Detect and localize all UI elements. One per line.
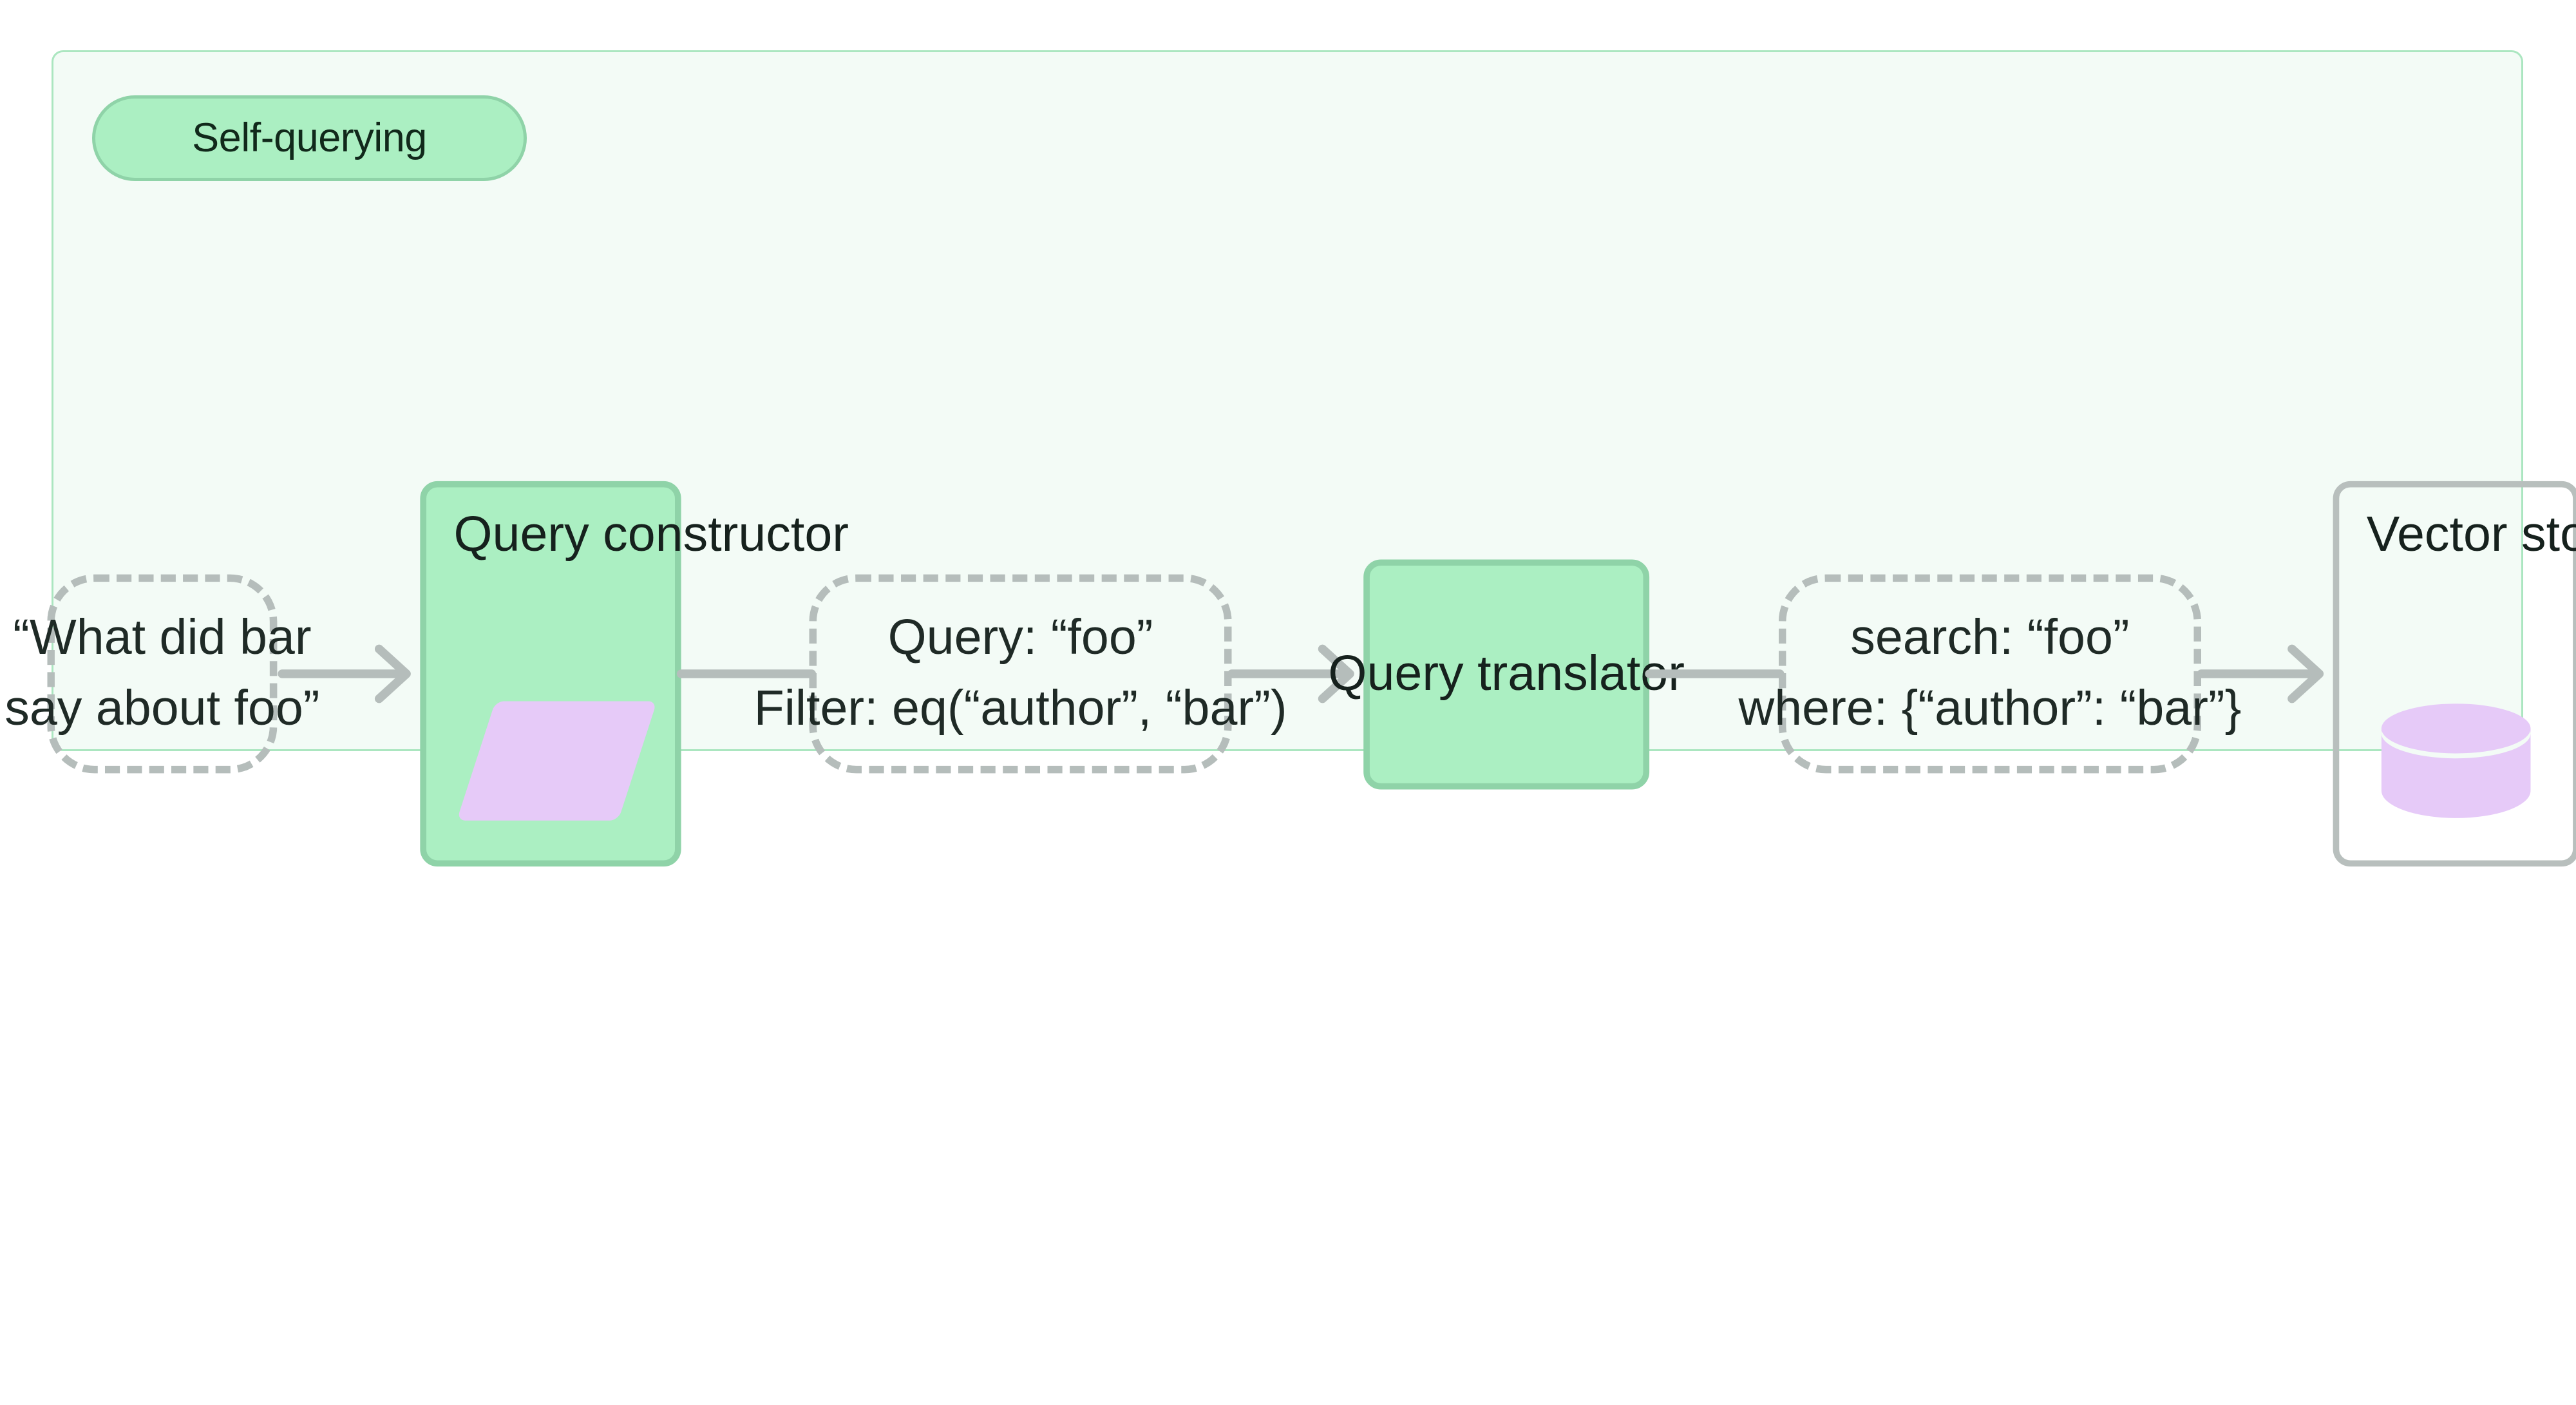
cylinder-top-ellipse	[2381, 703, 2531, 754]
database-cylinder-icon	[2381, 703, 2531, 828]
node-query-constructor-label: Query constructor	[453, 507, 849, 562]
edge-translated-query-to-vector-store	[2197, 644, 2324, 703]
node-query-translator-label: Query translator	[1328, 646, 1685, 702]
node-structured-query-line-1: Query: “foo”	[887, 610, 1153, 665]
subgraph-title-badge: Self-querying	[92, 95, 527, 181]
node-query-constructor[interactable]: Query constructor	[420, 481, 849, 867]
node-translated-query-line-2: where: {“author”: “bar”}	[1738, 681, 2242, 736]
node-structured-query[interactable]: Query: “foo” Filter: eq(“author”, “bar”)	[754, 574, 1287, 774]
node-user-question[interactable]: “What did bar say about foo”	[5, 574, 320, 774]
edge-structured-query-to-query-translator	[1227, 644, 1354, 703]
flow-row: “What did bar say about foo” Query const…	[5, 52, 2576, 1405]
node-translated-query-line-1: search: “foo”	[1850, 610, 2130, 665]
edge-query-constructor-to-structured-query	[676, 669, 817, 678]
node-translated-query[interactable]: search: “foo” where: {“author”: “bar”}	[1738, 574, 2241, 774]
node-user-question-line-1: “What did bar	[13, 610, 312, 665]
subgraph-title-label: Self-querying	[192, 115, 427, 160]
edge-query-translator-to-translated-query	[1645, 669, 1785, 678]
edge-user-question-to-query-constructor	[278, 644, 411, 703]
node-vector-store-label: Vector store	[2366, 507, 2576, 562]
self-querying-subgraph: Self-querying “What did bar say about fo…	[5, 50, 2576, 867]
diagram-canvas: Self-querying “What did bar say about fo…	[5, 50, 2576, 867]
node-query-translator[interactable]: Query translator	[1328, 559, 1685, 790]
node-vector-store[interactable]: Vector store	[2333, 481, 2576, 867]
node-user-question-line-2: say about foo”	[5, 681, 320, 736]
parallelogram-icon	[457, 701, 658, 821]
node-structured-query-line-2: Filter: eq(“author”, “bar”)	[753, 681, 1287, 736]
